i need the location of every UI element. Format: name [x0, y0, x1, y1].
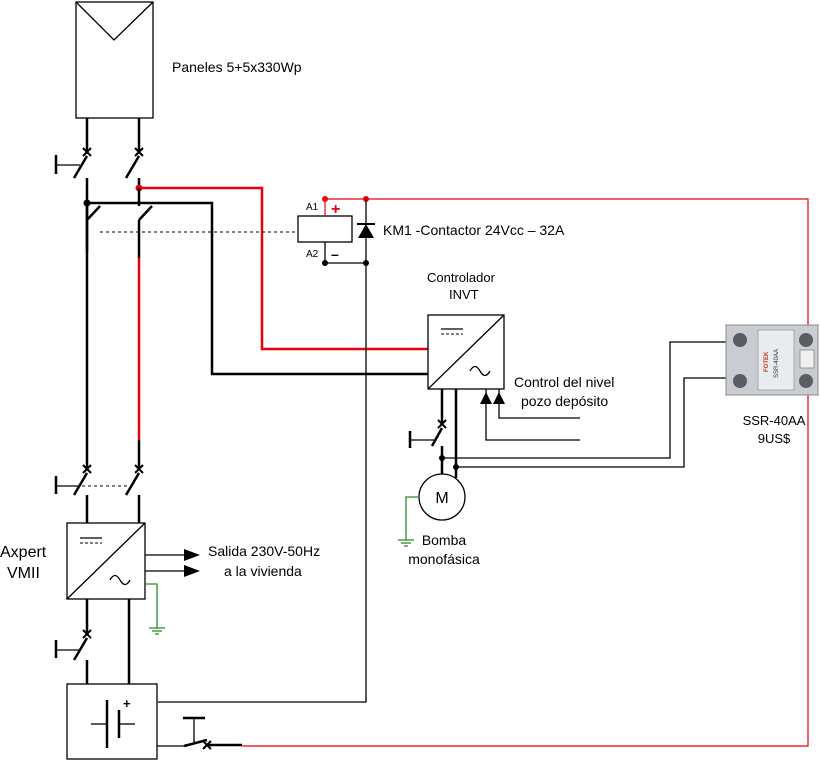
coil-supply-wire	[242, 198, 809, 747]
controller-invt	[427, 314, 505, 390]
battery-switch	[157, 716, 242, 750]
coil-a2-label: A2	[306, 249, 319, 260]
ssr-brand: FOTEK	[764, 351, 770, 372]
ssr-model: SSR-40AA	[774, 349, 780, 378]
level-label-1: Control del nivel	[514, 374, 614, 390]
controller-label-1: Controlador	[427, 270, 496, 285]
output-label-2: a la vivienda	[224, 563, 302, 579]
contactor-label: KM1 -Contactor 24Vcc – 32A	[383, 222, 565, 238]
coil-plus-label: +	[331, 201, 340, 218]
pump-breaker	[408, 389, 459, 478]
output-label-1: Salida 230V-50Hz	[208, 543, 320, 559]
battery-plus-label: +	[123, 696, 131, 711]
inverter-ground	[145, 583, 165, 635]
dc-isolator-top	[54, 118, 144, 252]
inverter-dc-breaker	[54, 464, 144, 523]
pump-label-1: Bomba	[422, 532, 467, 548]
pump-label-2: monofásica	[408, 551, 480, 567]
solar-panel	[75, 1, 154, 119]
battery	[66, 683, 158, 760]
contactor-main-contacts	[85, 188, 298, 252]
level-label-2: pozo depósito	[521, 393, 608, 409]
ssr-relay: FOTEK SSR-40AA	[725, 324, 819, 396]
ssr-wire-1	[442, 341, 728, 459]
battery-breaker	[54, 599, 131, 684]
coil-a1-label: A1	[306, 202, 319, 213]
pump-motor	[398, 473, 466, 547]
inverter-axpert	[66, 522, 146, 600]
panels-label: Paneles 5+5x330Wp	[172, 59, 302, 75]
coil-return-wire	[158, 263, 367, 703]
ssr-wire-2	[456, 377, 728, 468]
negative-pv-wire	[87, 201, 428, 376]
motor-label: M	[435, 490, 448, 507]
coil-minus-label: –	[331, 246, 339, 262]
ssr-label-1: SSR-40AA	[743, 413, 806, 428]
inverter-label-2: VMII	[7, 565, 40, 582]
inverter-label-1: Axpert	[0, 544, 47, 561]
ac-output-arrows	[145, 549, 200, 577]
positive-pv-wire	[139, 186, 428, 351]
level-sensor-inputs	[480, 389, 580, 441]
controller-label-2: INVT	[449, 287, 479, 302]
contactor-coil	[297, 196, 375, 266]
ssr-label-2: 9US$	[758, 431, 791, 446]
